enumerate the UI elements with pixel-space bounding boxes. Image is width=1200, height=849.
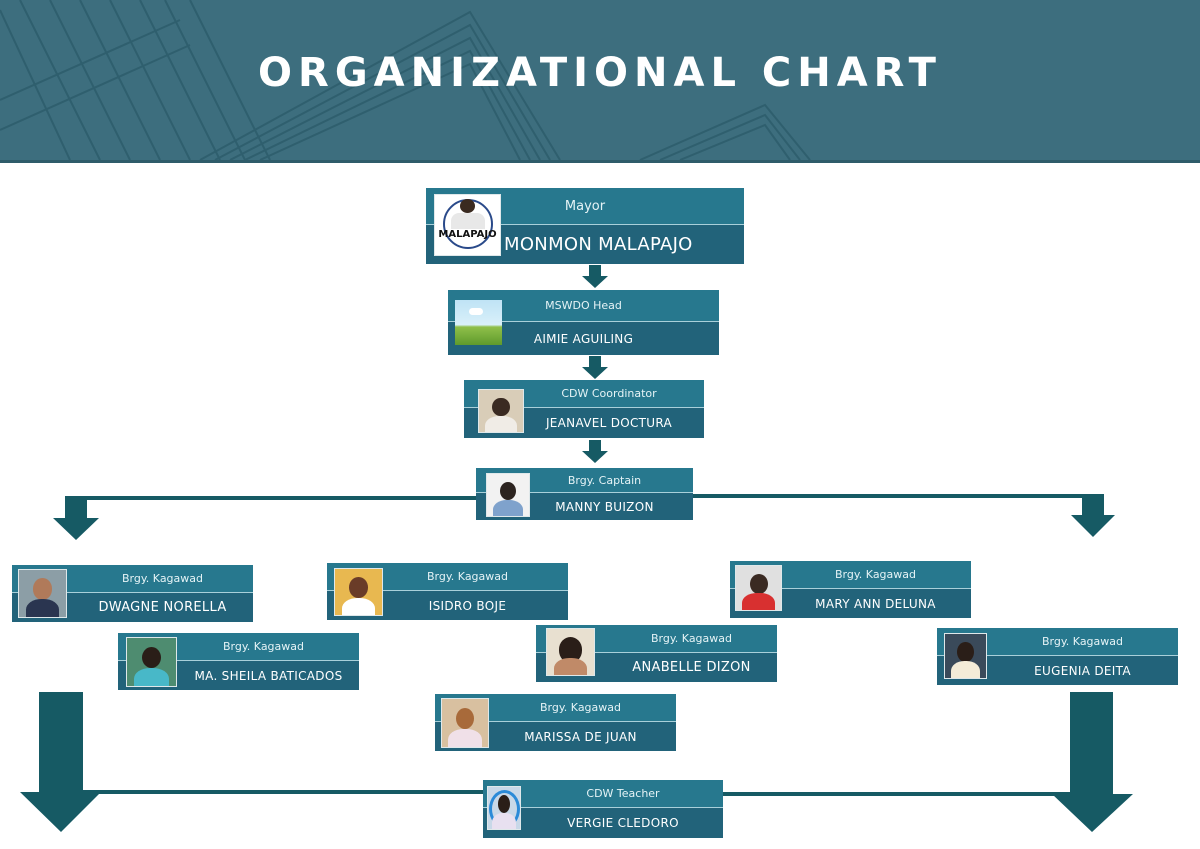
role-label: Mayor [426, 188, 744, 225]
avatar [478, 389, 524, 433]
avatar [735, 565, 782, 611]
role-label: Brgy. Kagawad [536, 625, 777, 653]
node-mswdo-head[interactable]: MSWDO Head AIMIE AGUILING [448, 290, 719, 355]
arrow-down-icon [20, 692, 101, 832]
header-banner: ORGANIZATIONAL CHART [0, 0, 1200, 163]
name-label: VERGIE CLEDORO [483, 808, 723, 838]
node-kagawad[interactable]: Brgy. Kagawad MARY ANN DELUNA [730, 561, 971, 618]
node-kagawad[interactable]: Brgy. Kagawad MARISSA DE JUAN [435, 694, 676, 751]
role-label: Brgy. Kagawad [327, 563, 568, 591]
role-label: Brgy. Kagawad [12, 565, 253, 593]
logo-text: MALAPAJO [438, 229, 497, 240]
node-kagawad[interactable]: Brgy. Kagawad DWAGNE NORELLA [12, 565, 253, 622]
avatar [486, 473, 530, 517]
avatar [18, 569, 67, 618]
role-label: CDW Coordinator [464, 380, 704, 408]
avatar [126, 637, 177, 687]
role-label: Brgy. Kagawad [730, 561, 971, 589]
role-label: Brgy. Captain [476, 468, 693, 493]
arrow-down-icon [582, 356, 608, 379]
placeholder-image-icon [455, 300, 502, 345]
node-brgy-captain[interactable]: Brgy. Captain MANNY BUIZON [476, 468, 693, 520]
role-label: Brgy. Kagawad [118, 633, 359, 661]
role-label: MSWDO Head [448, 290, 719, 322]
mayor-logo-image: MALAPAJO [434, 194, 501, 256]
arrow-down-icon [1071, 495, 1115, 537]
arrow-down-icon [582, 440, 608, 463]
node-kagawad[interactable]: Brgy. Kagawad ANABELLE DIZON [536, 625, 777, 682]
avatar [546, 628, 595, 676]
avatar [441, 698, 489, 748]
avatar [944, 633, 987, 679]
node-kagawad[interactable]: Brgy. Kagawad ISIDRO BOJE [327, 563, 568, 620]
avatar [487, 786, 521, 830]
node-cdw-coordinator[interactable]: CDW Coordinator JEANAVEL DOCTURA [464, 380, 704, 438]
arrow-down-icon [582, 265, 608, 288]
node-kagawad[interactable]: Brgy. Kagawad EUGENIA DEITA [937, 628, 1178, 685]
role-label: CDW Teacher [483, 780, 723, 808]
avatar [334, 568, 383, 616]
decorative-line-pattern [0, 0, 811, 160]
arrow-down-icon [53, 497, 99, 540]
role-label: Brgy. Kagawad [937, 628, 1178, 656]
page-title: ORGANIZATIONAL CHART [258, 50, 942, 96]
node-kagawad[interactable]: Brgy. Kagawad MA. SHEILA BATICADOS [118, 633, 359, 690]
arrow-down-icon [1052, 692, 1133, 832]
role-label: Brgy. Kagawad [435, 694, 676, 722]
name-label: ANABELLE DIZON [536, 653, 777, 682]
node-cdw-teacher[interactable]: CDW Teacher VERGIE CLEDORO [483, 780, 723, 838]
node-mayor[interactable]: MALAPAJO Mayor MONMON MALAPAJO [426, 188, 744, 264]
